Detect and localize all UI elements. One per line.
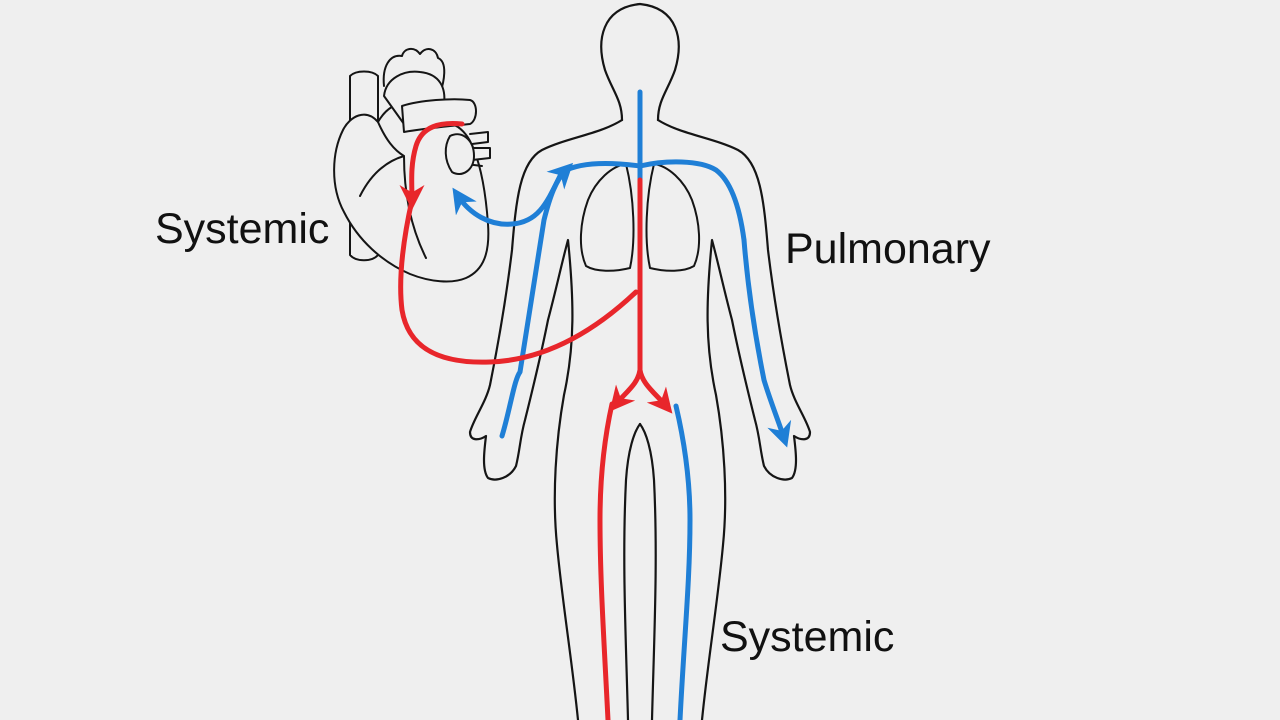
blue-vessel-left-arm xyxy=(499,162,574,439)
head-outline xyxy=(600,2,680,122)
human-body-outline-icon xyxy=(468,2,812,720)
blue-vessel-right-shoulder xyxy=(637,159,747,243)
body-left-outline xyxy=(468,118,624,720)
inner-leg-right-outline xyxy=(638,422,657,720)
right-lung xyxy=(645,163,701,272)
label-systemic-bottom: Systemic xyxy=(720,613,894,661)
deoxygenated-vessels xyxy=(452,89,792,720)
red-vessel-loop xyxy=(398,197,639,365)
label-systemic-left: Systemic xyxy=(155,205,329,253)
anatomical-heart-icon xyxy=(333,48,491,283)
inner-leg-left-outline xyxy=(623,422,642,720)
oxygenated-vessels xyxy=(398,121,673,720)
label-pulmonary: Pulmonary xyxy=(785,225,991,273)
body-right-outline xyxy=(656,118,812,720)
blue-vessel-right-arm xyxy=(741,237,792,448)
lungs-icon xyxy=(579,163,701,272)
left-lung xyxy=(579,163,635,272)
red-vessel-split-right xyxy=(637,367,673,414)
right-atrium xyxy=(444,133,475,175)
red-vessel-leg xyxy=(597,401,615,720)
blue-vessel-leg xyxy=(673,403,693,720)
blue-vessel-to-heart xyxy=(452,161,643,227)
red-vessel-from-heart xyxy=(399,121,465,210)
